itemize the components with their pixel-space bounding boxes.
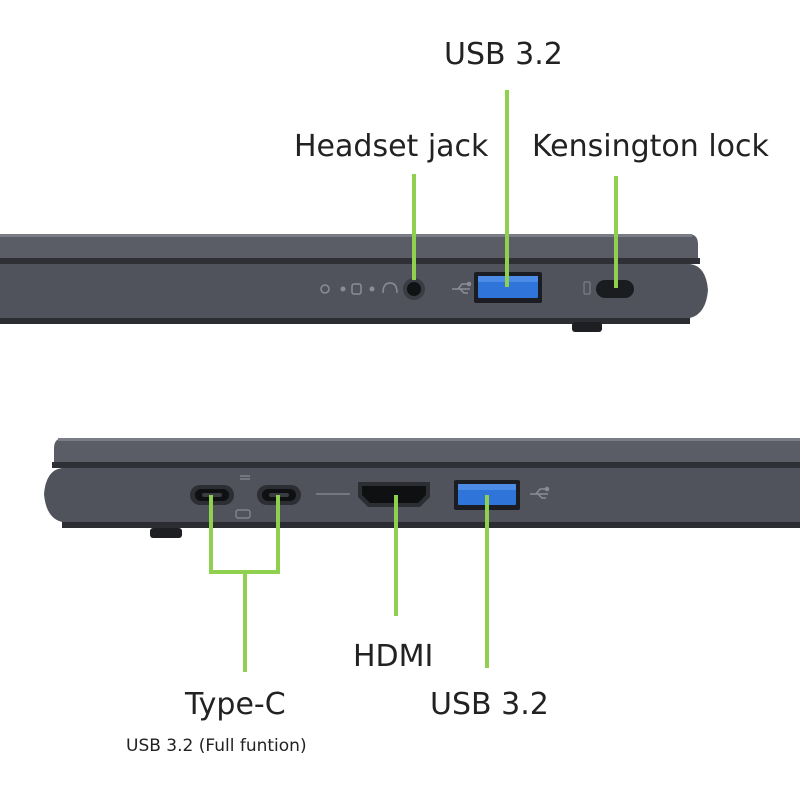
label-type-c: Type-C bbox=[185, 687, 286, 722]
port-symbols-icon bbox=[235, 475, 350, 519]
bottom-laptop-lid bbox=[54, 438, 800, 462]
callout-line-type-c bbox=[209, 495, 280, 672]
kensington-lock-slot bbox=[583, 280, 634, 298]
label-hdmi: HDMI bbox=[353, 639, 434, 674]
headset-jack bbox=[403, 278, 425, 300]
top-laptop-lid bbox=[0, 234, 698, 258]
top-callouts bbox=[412, 90, 618, 288]
bottom-laptop-base-bottom bbox=[62, 522, 800, 528]
label-usb-top: USB 3.2 bbox=[444, 37, 563, 72]
usb-symbol-icon bbox=[452, 281, 472, 294]
label-headset-jack: Headset jack bbox=[294, 129, 489, 164]
top-laptop-seam bbox=[0, 258, 700, 264]
label-usb-bottom: USB 3.2 bbox=[430, 687, 549, 722]
hdmi-port bbox=[358, 482, 430, 507]
top-laptop-base-bottom bbox=[0, 318, 690, 324]
top-laptop-lid-highlight bbox=[0, 234, 692, 237]
bottom-laptop-seam bbox=[52, 462, 800, 468]
label-kensington-lock: Kensington lock bbox=[532, 129, 769, 164]
bottom-laptop-side bbox=[44, 438, 800, 538]
led-indicators-icon bbox=[320, 282, 398, 295]
bottom-laptop-lid-highlight bbox=[58, 438, 800, 441]
label-type-c-detail: USB 3.2 (Full funtion) bbox=[126, 736, 307, 756]
top-laptop-foot bbox=[572, 322, 602, 332]
bottom-laptop-foot bbox=[150, 528, 182, 538]
bottom-callouts bbox=[209, 495, 489, 672]
top-laptop-side bbox=[0, 234, 708, 332]
usb-symbol-icon-bottom bbox=[530, 486, 550, 499]
